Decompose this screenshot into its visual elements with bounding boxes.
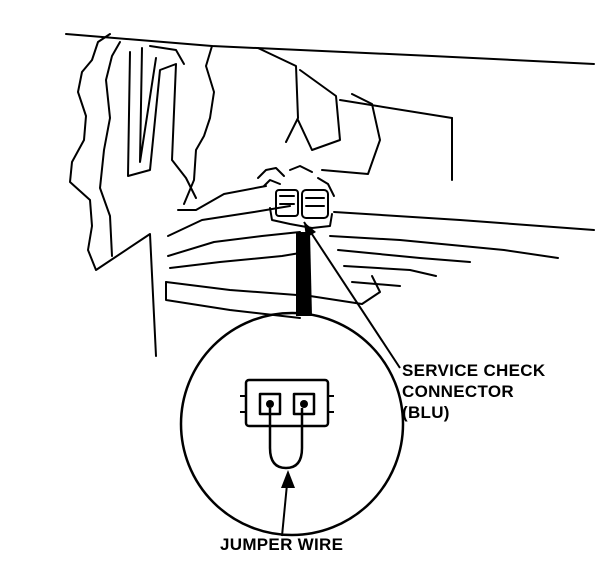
deck-lower-corner	[361, 275, 381, 305]
terminal-pin-right	[300, 400, 308, 408]
deck-line-right-4	[343, 265, 437, 277]
right-panel-outline	[321, 93, 381, 175]
deck-line-5	[165, 281, 363, 305]
body-panel-top-edge	[65, 33, 595, 65]
vehicle-connector-left	[275, 189, 299, 217]
deck-line-2	[167, 205, 291, 237]
deck-line-4	[169, 251, 307, 269]
connector-mount	[269, 207, 333, 229]
bracket-upper-lip	[149, 45, 185, 65]
service-connector-arrowhead	[304, 222, 316, 238]
deck-line-3	[167, 231, 301, 257]
service-connector-leader	[303, 221, 401, 369]
deck-line-1	[177, 185, 267, 211]
jumper-wire-label: JUMPER WIRE	[220, 535, 344, 554]
magnify-leader	[296, 232, 312, 316]
connector-harness-wire-2	[289, 165, 313, 173]
connector-clip	[263, 177, 335, 197]
frame-rail-box	[297, 69, 341, 151]
bracket-n-shape-2	[139, 47, 157, 163]
service-check-connector-line3: (BLU)	[402, 403, 450, 422]
jumper-wire-arrowhead	[281, 470, 295, 488]
frame-rail-top	[257, 47, 299, 143]
frame-rail-left	[183, 45, 215, 205]
service-check-connector-label: SERVICE CHECK CONNECTOR (BLU)	[402, 360, 545, 423]
deck-line-right-2	[329, 235, 559, 259]
service-check-connector-line1: SERVICE CHECK	[402, 361, 546, 380]
magnified-detail-circle	[179, 311, 405, 537]
jumper-wire-loop	[268, 408, 304, 470]
connector-terminal-right	[292, 392, 316, 416]
service-check-connector-line2: CONNECTOR	[402, 382, 514, 401]
bracket-n-shape	[127, 51, 197, 199]
fender-bracket-inner	[99, 41, 121, 257]
connector-harness-wire	[257, 167, 285, 179]
magnified-connector	[240, 378, 334, 428]
deck-lower-edge	[165, 281, 301, 319]
frame-rail-right-edge	[339, 99, 453, 119]
deck-line-right-3	[337, 249, 471, 263]
deck-line-right-1	[333, 211, 595, 231]
fender-bracket-outline	[69, 33, 157, 357]
vehicle-connector-right	[301, 189, 329, 219]
terminal-pin-left	[266, 400, 274, 408]
